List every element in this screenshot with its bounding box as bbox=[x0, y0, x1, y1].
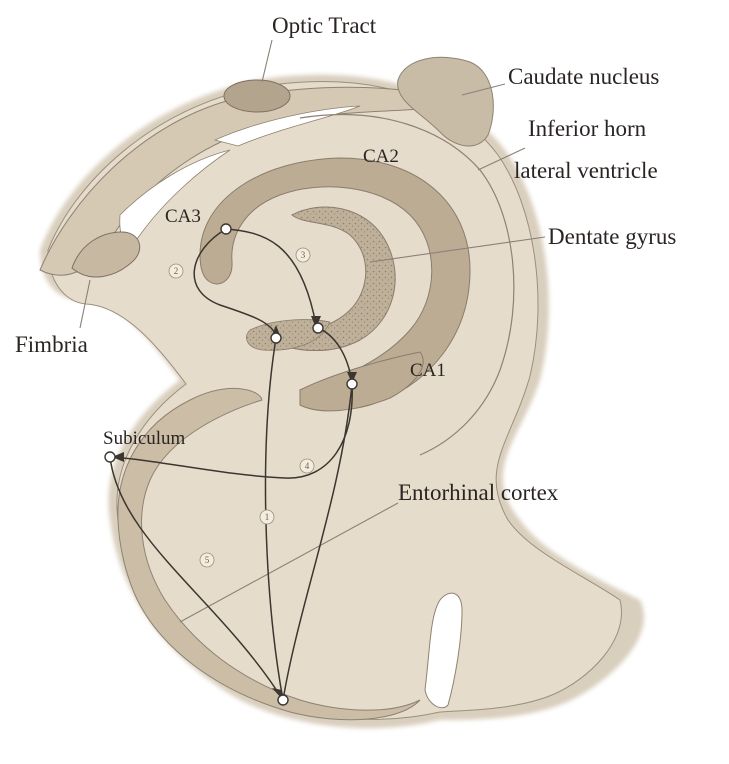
node-dentate-left bbox=[271, 333, 281, 343]
label-entorhinal-cortex: Entorhinal cortex bbox=[398, 480, 559, 505]
label-optic-tract: Optic Tract bbox=[272, 13, 377, 38]
number-marker-2: 2 bbox=[174, 266, 179, 276]
optic-tract-shape bbox=[224, 80, 290, 112]
label-inferior-horn: Inferior horn bbox=[528, 116, 647, 141]
node-entorhinal bbox=[278, 695, 288, 705]
node-dentate-right bbox=[313, 323, 323, 333]
label-lateral-ventricle: lateral ventricle bbox=[514, 158, 658, 183]
number-marker-5: 5 bbox=[205, 555, 210, 565]
node-subiculum bbox=[105, 452, 115, 462]
label-dentate-gyrus: Dentate gyrus bbox=[548, 224, 676, 249]
number-marker-1: 1 bbox=[265, 512, 270, 522]
label-ca1: CA1 bbox=[410, 360, 446, 381]
number-marker-3: 3 bbox=[301, 250, 306, 260]
label-ca3: CA3 bbox=[165, 206, 201, 227]
node-ca3 bbox=[221, 224, 231, 234]
label-caudate-nucleus: Caudate nucleus bbox=[508, 64, 659, 89]
label-ca2: CA2 bbox=[363, 146, 399, 167]
leader-optic-tract bbox=[262, 40, 272, 82]
label-fimbria: Fimbria bbox=[15, 332, 88, 357]
number-marker-4: 4 bbox=[305, 461, 310, 471]
label-subiculum: Subiculum bbox=[103, 428, 186, 449]
node-ca1 bbox=[347, 379, 357, 389]
